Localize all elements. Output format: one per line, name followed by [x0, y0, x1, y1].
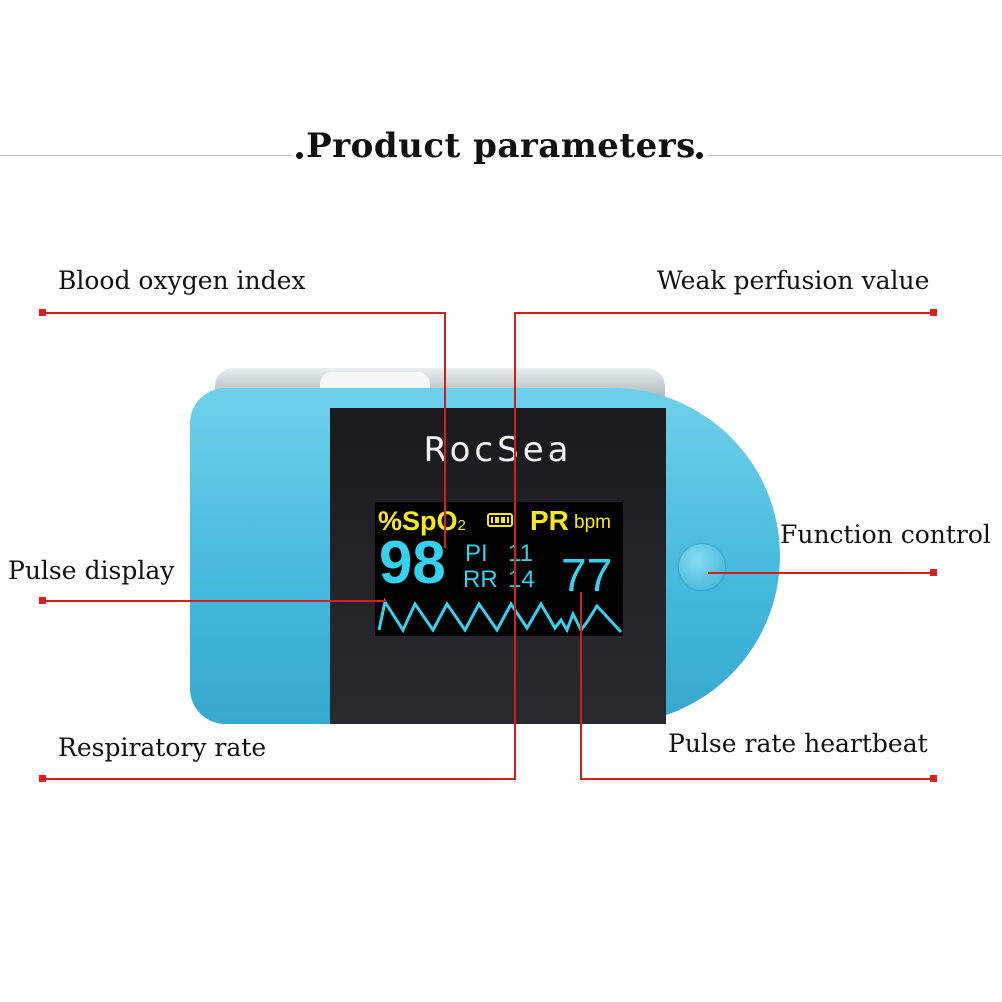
label-blood-oxygen: Blood oxygen index — [58, 266, 306, 295]
callout-line — [42, 312, 446, 314]
rr-label: RR — [463, 566, 498, 593]
pi-value: 11 — [508, 540, 533, 567]
callout-line — [42, 778, 516, 780]
pi-label: PI — [465, 540, 488, 567]
label-function-control: Function control — [780, 520, 991, 549]
callout-line — [708, 572, 934, 574]
title-bullet-left — [296, 152, 303, 159]
label-pulse-rate: Pulse rate heartbeat — [668, 729, 928, 758]
callout-line — [42, 600, 386, 602]
pulse-waveform — [377, 598, 623, 634]
function-button[interactable] — [679, 544, 725, 590]
brand-logo: RocSea — [423, 430, 573, 470]
title-rule-left — [0, 155, 292, 156]
page-title: Product parameters — [306, 126, 696, 166]
spo2-value: 98 — [379, 529, 446, 596]
callout-line — [580, 592, 582, 780]
callout-line — [444, 312, 446, 548]
callout-line — [514, 312, 516, 780]
pr-value: 77 — [561, 549, 613, 601]
battery-icon — [487, 513, 513, 527]
rr-value: 14 — [508, 566, 535, 593]
bpm-label: bpm — [574, 512, 611, 533]
title-rule-right — [708, 155, 1002, 156]
pr-label: PR — [530, 505, 569, 536]
label-respiratory-rate: Respiratory rate — [58, 733, 267, 762]
label-weak-perfusion: Weak perfusion value — [657, 266, 930, 295]
label-pulse-display: Pulse display — [8, 556, 175, 585]
callout-line — [580, 778, 934, 780]
callout-line — [514, 312, 934, 314]
oled-display: %SpO2 PR bpm 98 PI 11 RR 14 77 — [375, 502, 623, 636]
title-bullet-right — [696, 152, 703, 159]
